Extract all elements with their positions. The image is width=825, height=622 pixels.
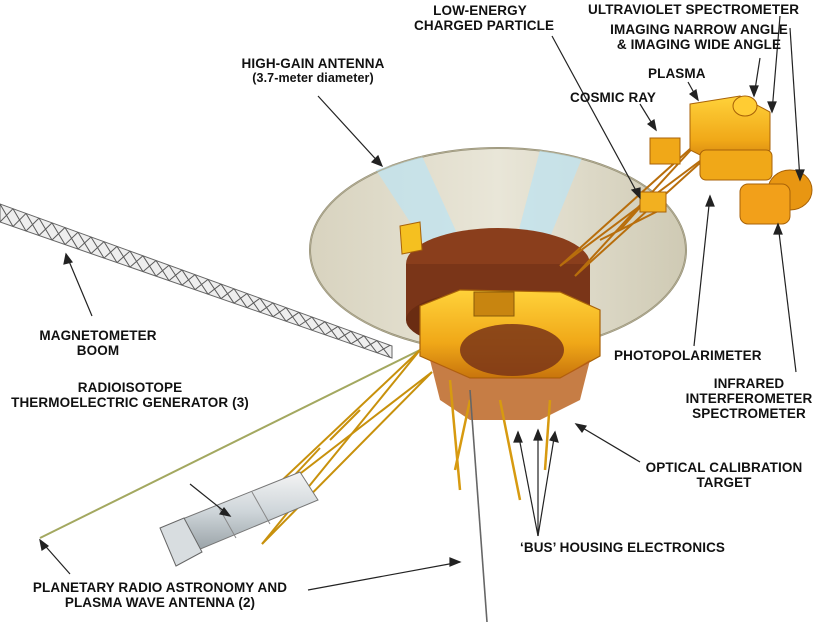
boom-lattice-strut — [376, 344, 391, 354]
label-optical-calibration: OPTICAL CALIBRATION TARGET — [640, 460, 808, 490]
boom-lattice-strut — [194, 278, 209, 291]
boom-lattice-strut — [363, 340, 378, 349]
boom-lattice-strut — [324, 326, 339, 336]
label-cosmic-ray: COSMIC RAY — [570, 90, 657, 105]
boom-lattice-strut — [259, 302, 274, 313]
label-optical-line1: OPTICAL CALIBRATION — [645, 460, 803, 475]
label-magnetometer-line1: MAGNETOMETER — [39, 328, 157, 343]
scan-platform — [399, 95, 813, 255]
label-rtg-line2: THERMOELECTRIC GENERATOR (3) — [11, 395, 249, 410]
label-iris: INFRARED INTERFEROMETER SPECTROMETER — [682, 376, 816, 421]
label-hga-line2: (3.7-meter diameter) — [252, 71, 374, 85]
bus-body — [406, 228, 601, 420]
label-imaging: IMAGING NARROW ANGLE & IMAGING WIDE ANGL… — [596, 22, 802, 52]
boom-lattice-strut — [233, 293, 248, 304]
boom-lattice-strut — [142, 260, 157, 272]
boom-lattice-strut — [181, 274, 196, 286]
label-lecp: LOW-ENERGY CHARGED PARTICLE — [414, 3, 555, 33]
boom-lattice-strut — [77, 236, 92, 250]
label-bus-electronics: ‘BUS’ HOUSING ELECTRONICS — [520, 540, 726, 555]
label-plasma: PLASMA — [648, 66, 706, 81]
boom-lattice-strut — [311, 321, 326, 331]
label-hga: HIGH-GAIN ANTENNA (3.7-meter diameter) — [238, 56, 388, 86]
label-photopolarimeter: PHOTOPOLARIMETER — [614, 348, 762, 363]
label-imaging-line1: IMAGING NARROW ANGLE — [610, 22, 788, 37]
boom-lattice-strut — [90, 241, 105, 254]
label-magnetometer: MAGNETOMETER BOOM — [38, 328, 158, 358]
label-rtg-line1: RADIOISOTOPE — [77, 380, 183, 395]
label-lecp-line1: LOW-ENERGY — [433, 3, 527, 18]
boom-lattice-strut — [220, 288, 235, 300]
label-pra-line2: PLASMA WAVE ANTENNA (2) — [64, 595, 256, 610]
label-rtg: RADIOISOTOPE THERMOELECTRIC GENERATOR (3… — [0, 380, 260, 410]
boom-lattice-strut — [207, 283, 222, 295]
label-optical-line2: TARGET — [696, 475, 752, 490]
boom-lattice-strut — [272, 307, 287, 318]
boom-lattice-strut — [116, 250, 131, 263]
label-magnetometer-line2: BOOM — [76, 343, 120, 358]
label-pra-line1: PLANETARY RADIO ASTRONOMY AND — [32, 580, 288, 595]
magnetometer-boom — [0, 203, 393, 359]
boom-lattice-strut — [298, 316, 313, 327]
boom-lattice-strut — [155, 264, 170, 277]
boom-lattice-strut — [168, 269, 183, 282]
label-hga-line1: HIGH-GAIN ANTENNA — [241, 56, 385, 71]
boom-lattice-strut — [350, 335, 365, 345]
label-iris-line3: SPECTROMETER — [692, 406, 806, 421]
label-iris-line2: INTERFEROMETER — [685, 391, 813, 406]
boom-lattice-strut — [285, 311, 300, 322]
boom-lattice-strut — [64, 231, 79, 245]
rtg-canisters — [159, 471, 319, 567]
label-pra: PLANETARY RADIO ASTRONOMY AND PLASMA WAV… — [0, 580, 320, 610]
boom-lattice-strut — [103, 246, 118, 259]
boom-lattice-strut — [0, 208, 14, 223]
label-iris-line1: INFRARED — [713, 376, 785, 391]
boom-lattice-strut — [337, 330, 352, 340]
boom-lattice-strut — [51, 227, 66, 241]
bus-struts — [448, 379, 552, 501]
boom-lattice-strut — [129, 255, 144, 268]
leader-lines — [39, 15, 805, 591]
antenna-down — [469, 389, 488, 622]
label-imaging-line2: & IMAGING WIDE ANGLE — [616, 37, 782, 52]
boom-lattice-strut — [25, 217, 40, 232]
label-lecp-line2: CHARGED PARTICLE — [414, 18, 555, 33]
label-uvs: ULTRAVIOLET SPECTROMETER — [588, 2, 800, 17]
boom-lattice-strut — [12, 213, 27, 227]
boom-lattice-strut — [246, 297, 261, 309]
boom-lattice-strut — [38, 222, 53, 236]
radio-antenna-line — [39, 349, 421, 539]
